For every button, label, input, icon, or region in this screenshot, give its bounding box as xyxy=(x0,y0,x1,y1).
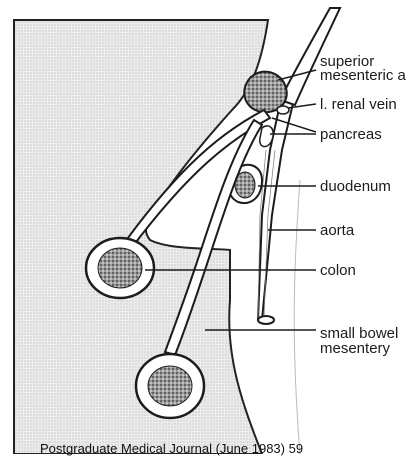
colon-lumen xyxy=(98,248,142,288)
aorta-end xyxy=(258,316,274,324)
renal-vein xyxy=(277,106,289,114)
label-colon: colon xyxy=(320,263,356,278)
label-sma-line2: mesenteric a xyxy=(320,68,406,83)
label-renal-vein: l. renal vein xyxy=(320,97,397,112)
label-mesentery-line2: mesentery xyxy=(320,341,390,356)
label-pancreas: pancreas xyxy=(320,127,382,142)
label-mesentery-line1: small bowel xyxy=(320,326,398,341)
posterior-wall xyxy=(294,180,300,454)
label-aorta: aorta xyxy=(320,223,354,238)
label-duodenum: duodenum xyxy=(320,179,391,194)
small-bowel-lumen xyxy=(148,366,192,406)
